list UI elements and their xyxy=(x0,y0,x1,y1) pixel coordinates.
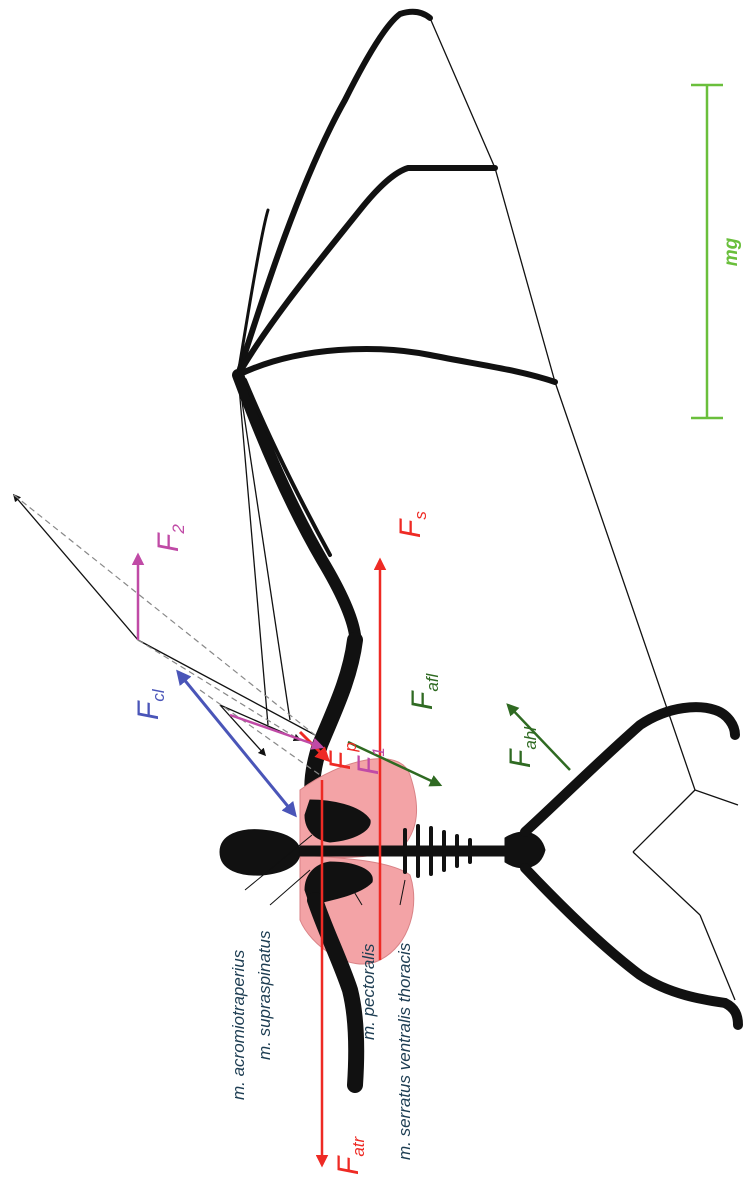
label-F_afl: Fafl xyxy=(406,672,442,710)
mg-scale-bar xyxy=(691,83,723,420)
svg-text:Fahl: Fahl xyxy=(504,726,540,768)
F_p-main: F xyxy=(324,750,357,770)
F_ahl-sub: ahl xyxy=(521,726,540,750)
F_s-sub: s xyxy=(411,511,430,520)
force-arrows xyxy=(131,552,571,1168)
label-F_p: Fp xyxy=(324,742,360,770)
F_afl-main: F xyxy=(406,690,439,710)
label-F_s: Fs xyxy=(394,511,430,538)
F_s-main: F xyxy=(394,518,427,538)
svg-text:Fs: Fs xyxy=(394,511,430,538)
F_1-main: F xyxy=(352,755,385,775)
F_ahl-arrow xyxy=(506,703,571,771)
muscle-leader-lines xyxy=(244,834,406,906)
svg-text:Fp: Fp xyxy=(324,742,360,770)
F_atr-main: F xyxy=(332,1155,365,1175)
F_p-sub: p xyxy=(341,742,360,752)
label-F_ahl: Fahl xyxy=(504,726,540,768)
label-F_atr: Fatr xyxy=(332,1135,368,1175)
label-m-serratus-ventralis-thoracis: m. serratus ventralis thoracis xyxy=(395,942,414,1160)
svg-text:F2: F2 xyxy=(152,524,188,552)
wing-bones xyxy=(232,8,558,813)
label-m-pectoralis: m. pectoralis xyxy=(359,943,378,1040)
svg-text:Fatr: Fatr xyxy=(332,1135,368,1175)
F_1-sub: 1 xyxy=(369,747,388,756)
F_cl-arrow xyxy=(176,669,297,818)
svg-text:Fafl: Fafl xyxy=(406,672,442,710)
F_afl-sub: afl xyxy=(423,672,442,691)
F_cl-main: F xyxy=(132,700,165,720)
F_2-main: F xyxy=(152,532,185,552)
F_cl-sub: cl xyxy=(149,688,168,702)
F_ahl-main: F xyxy=(504,748,537,768)
ribs xyxy=(403,824,472,878)
label-F_2: F2 xyxy=(152,524,188,552)
mg-scale-label: mg xyxy=(721,237,742,266)
F_afl-arrow xyxy=(347,740,443,787)
label-F_1: F1 xyxy=(352,747,388,775)
F_atr-sub: atr xyxy=(349,1135,368,1156)
body-skeleton xyxy=(219,702,743,1093)
svg-text:Fcl: Fcl xyxy=(132,688,168,720)
label-m-acromiotraperius: m. acromiotraperius xyxy=(229,949,248,1100)
svg-text:F1: F1 xyxy=(352,747,388,775)
F_2-sub: 2 xyxy=(169,524,188,535)
label-F_cl: Fcl xyxy=(132,688,168,720)
label-m-supraspinatus: m. supraspinatus xyxy=(255,930,274,1060)
shoulder-muscles xyxy=(299,758,418,965)
